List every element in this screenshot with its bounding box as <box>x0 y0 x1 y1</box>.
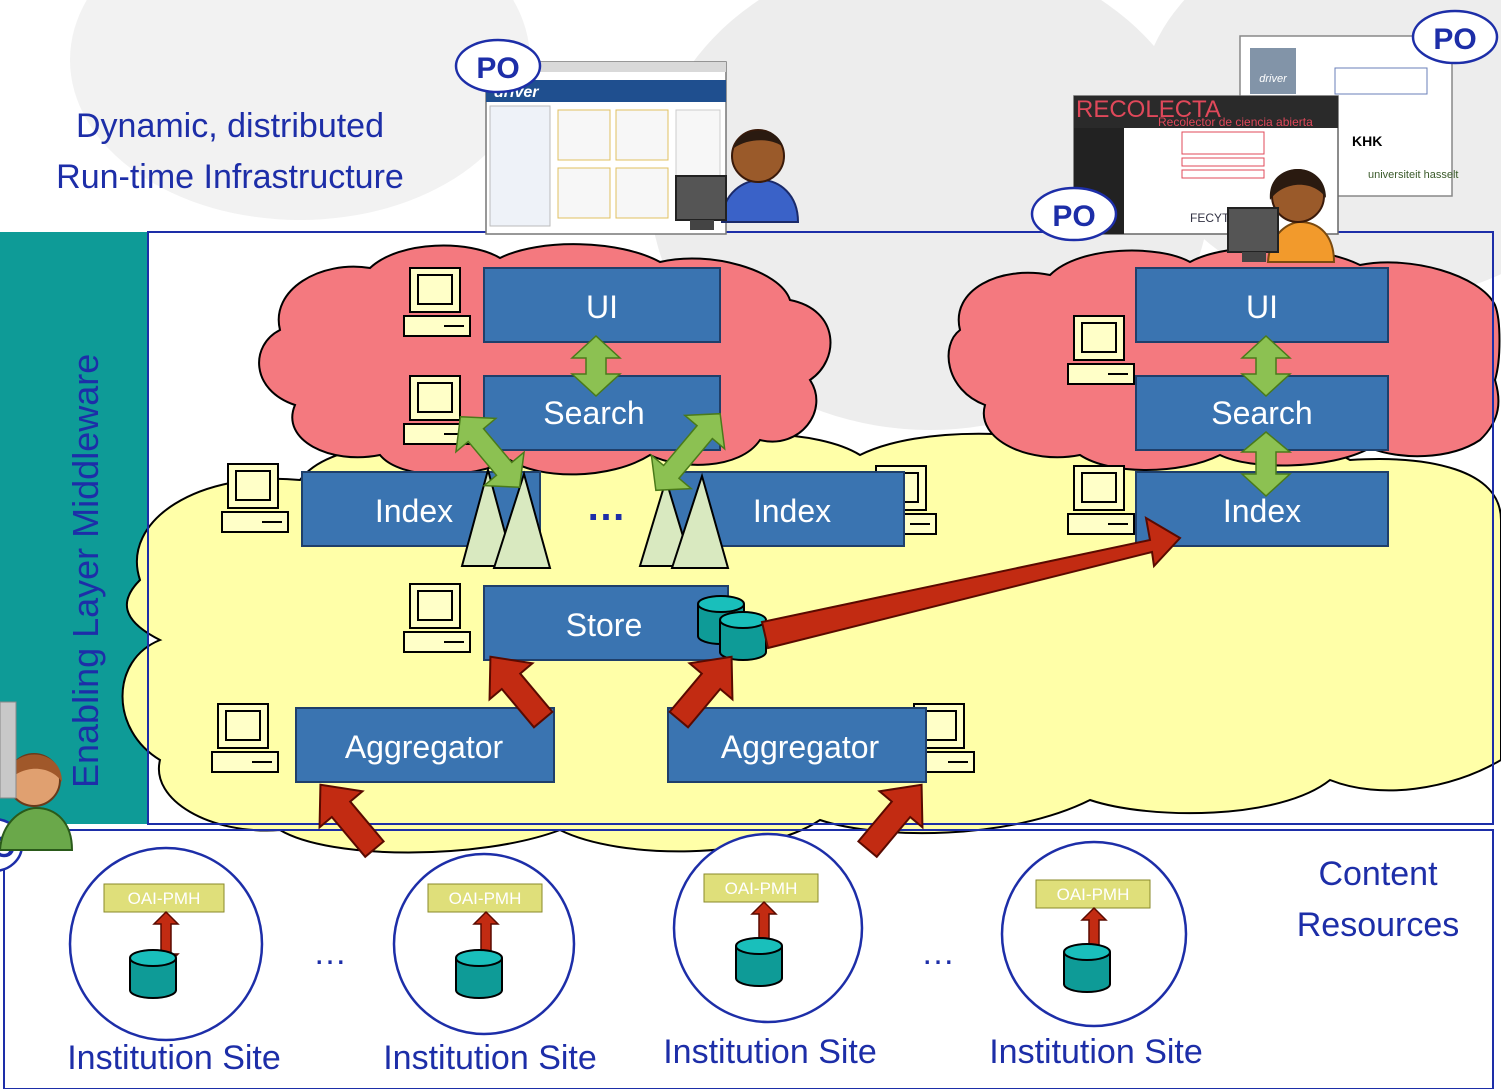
ui-label-left: UI <box>586 289 618 325</box>
oai-pmh-label: OAI-PMH <box>449 889 522 908</box>
ui-service-right: UI <box>1135 267 1389 343</box>
computer-icon <box>1067 465 1135 535</box>
user-icon-mid-right <box>1227 168 1336 263</box>
content-label-line2: Resources <box>1297 906 1460 944</box>
institution-site-label: Institution Site <box>383 1039 597 1077</box>
po-badge-top-right: PO <box>1411 9 1499 65</box>
computer-icon <box>403 583 471 653</box>
search-label-right: Search <box>1211 395 1312 431</box>
portal-recolecta-screenshot: RECOLECTA Recolector de ciencia abierta … <box>1073 95 1339 235</box>
green-arrow-search-index-left <box>454 415 526 489</box>
green-arrow-search-index-right <box>1239 431 1293 498</box>
index-shards-mid <box>638 472 730 569</box>
store-label: Store <box>566 607 642 643</box>
content-label-line1: Content <box>1318 855 1438 893</box>
green-arrow-ui-search-left <box>570 334 622 398</box>
user-icon-top-left <box>675 129 800 230</box>
index-label-mid: Index <box>753 493 831 529</box>
site-ellipsis-left: … <box>313 934 347 972</box>
index-label-left: Index <box>375 493 453 529</box>
recolecta-title: RECOLECTA <box>1076 96 1221 123</box>
computer-icon <box>403 267 471 337</box>
aggregator-label-right: Aggregator <box>721 729 880 765</box>
red-arrow-site-to-agg-left <box>318 783 386 859</box>
title-line2: Run-time Infrastructure <box>56 158 404 196</box>
middleware-label: Enabling Layer Middleware <box>65 354 106 788</box>
red-arrow-store-to-index <box>760 516 1182 650</box>
database-icon <box>719 611 767 661</box>
user-icon-bottom-left <box>0 701 74 851</box>
site-ellipsis-right: … <box>921 934 955 972</box>
computer-icon <box>221 463 289 533</box>
institution-site-4: OAI-PMH Institution Site <box>989 840 1203 1071</box>
red-arrow-site-to-agg-right <box>856 783 924 859</box>
oai-pmh-label: OAI-PMH <box>1057 885 1130 904</box>
hasselt-driver-logo: driver <box>1259 73 1288 85</box>
database-icon <box>129 949 177 999</box>
po-badge-mid-right: PO <box>1030 186 1118 242</box>
aggregator-service-right: Aggregator <box>667 707 927 783</box>
hasselt-partner1: KHK <box>1352 133 1382 149</box>
institution-site-1: OAI-PMH Institution Site <box>67 846 281 1077</box>
aggregator-service-left: Aggregator <box>295 707 555 783</box>
institution-site-2: OAI-PMH Institution Site <box>383 852 597 1077</box>
ui-service-left: UI <box>483 267 721 343</box>
recolecta-sponsor: FECYT <box>1190 211 1230 225</box>
ui-label-right: UI <box>1246 289 1278 325</box>
recolecta-subtitle: Recolector de ciencia abierta <box>1158 115 1313 129</box>
po-label: PO <box>1433 23 1476 56</box>
po-label: PO <box>1052 200 1095 233</box>
title-line1: Dynamic, distributed <box>76 107 384 145</box>
institution-site-label: Institution Site <box>989 1033 1203 1071</box>
institution-site-label: Institution Site <box>67 1039 281 1077</box>
index-label-right: Index <box>1223 493 1301 529</box>
institution-site-label: Institution Site <box>663 1033 877 1071</box>
database-icon <box>735 937 783 987</box>
green-arrow-ui-search-right <box>1240 334 1292 398</box>
middleware-frame <box>147 231 1494 825</box>
middleware-band <box>0 232 148 824</box>
oai-pmh-label: OAI-PMH <box>128 889 201 908</box>
database-icon <box>1063 943 1111 993</box>
computer-icon <box>1067 315 1135 385</box>
green-arrow-search-index-mid <box>650 412 726 492</box>
po-badge-top-left: PO <box>454 38 542 94</box>
red-arrow-agg-to-store-left <box>488 655 554 729</box>
store-service: Store <box>483 585 729 661</box>
oai-pmh-label: OAI-PMH <box>725 879 798 898</box>
index-ellipsis: … <box>586 485 626 529</box>
content-frame <box>3 829 1494 1089</box>
search-label-left: Search <box>543 395 644 431</box>
institution-site-3: OAI-PMH Institution Site <box>663 832 877 1071</box>
red-arrow-agg-to-store-right <box>668 655 734 729</box>
computer-icon <box>211 703 279 773</box>
hasselt-partner2: universiteit hasselt <box>1368 169 1459 181</box>
index-shards-left <box>460 466 552 569</box>
database-icon <box>455 949 503 999</box>
po-label: PO <box>476 52 519 85</box>
aggregator-label-left: Aggregator <box>345 729 504 765</box>
